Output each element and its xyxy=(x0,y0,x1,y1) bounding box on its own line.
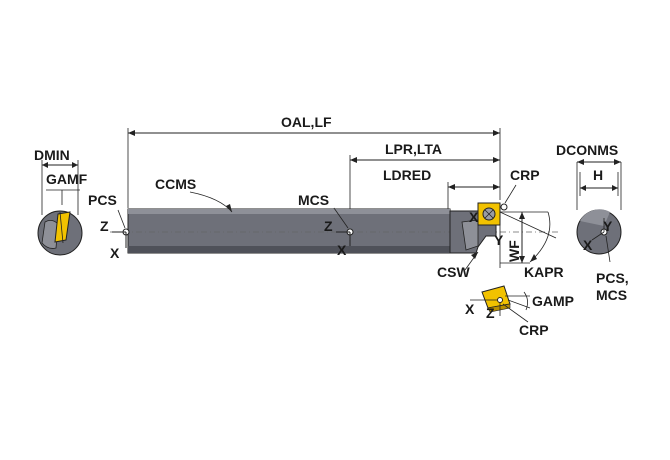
left-end-view: DMIN GAMF xyxy=(34,147,88,256)
x-head-label: X xyxy=(469,209,479,225)
kapr-label: KAPR xyxy=(524,264,564,280)
x-insert-label: X xyxy=(465,301,475,317)
head-coordinates: X Y WF KAPR xyxy=(469,203,564,280)
pcs-left-label: PCS xyxy=(88,192,117,208)
wf-label: WF xyxy=(506,240,522,262)
lpr-lta-dimension: LPR,LTA xyxy=(349,141,500,210)
tool-shank xyxy=(110,202,560,254)
x-mcs-label: X xyxy=(337,242,347,258)
x-end-label: X xyxy=(583,237,593,253)
mcs-label: MCS xyxy=(298,192,329,208)
ccms-callout: CCMS xyxy=(155,176,233,213)
h-label: H xyxy=(593,167,603,183)
z-left-label: Z xyxy=(100,218,109,234)
pcs-left-system: PCS Z X xyxy=(88,192,130,261)
oal-lf-dimension: OAL,LF xyxy=(127,114,501,208)
gamp-label: GAMP xyxy=(532,293,574,309)
oal-lf-label: OAL,LF xyxy=(281,114,332,130)
z-insert-label: Z xyxy=(486,305,495,321)
ldred-dimension: LDRED xyxy=(383,167,500,210)
crp-top-callout: CRP xyxy=(500,167,540,211)
lpr-lta-label: LPR,LTA xyxy=(385,141,442,157)
ldred-label: LDRED xyxy=(383,167,431,183)
y-end-label: Y xyxy=(603,218,613,234)
pcs-mcs-label-line1: PCS, xyxy=(596,270,629,286)
crp-top-label: CRP xyxy=(510,167,540,183)
crp-bottom-label: CRP xyxy=(519,322,549,338)
x-left-label: X xyxy=(110,245,120,261)
dmin-label: DMIN xyxy=(34,147,70,163)
shank-body xyxy=(127,208,451,254)
csw-label: CSW xyxy=(437,264,470,280)
pcs-mcs-label-line2: MCS xyxy=(596,287,627,303)
dconms-label: DCONMS xyxy=(556,142,618,158)
right-end-view: DCONMS H Y X PCS, MCS xyxy=(556,142,629,303)
ccms-label: CCMS xyxy=(155,176,196,192)
insert-detail: X Z GAMP CRP xyxy=(465,285,574,338)
y-head-label: Y xyxy=(494,232,504,248)
left-insert-shape xyxy=(54,211,71,243)
z-mcs-label: Z xyxy=(324,218,333,234)
gamf-label: GAMF xyxy=(46,171,88,187)
mcs-system: MCS Z X xyxy=(298,192,354,258)
csw-callout: CSW xyxy=(437,251,479,280)
